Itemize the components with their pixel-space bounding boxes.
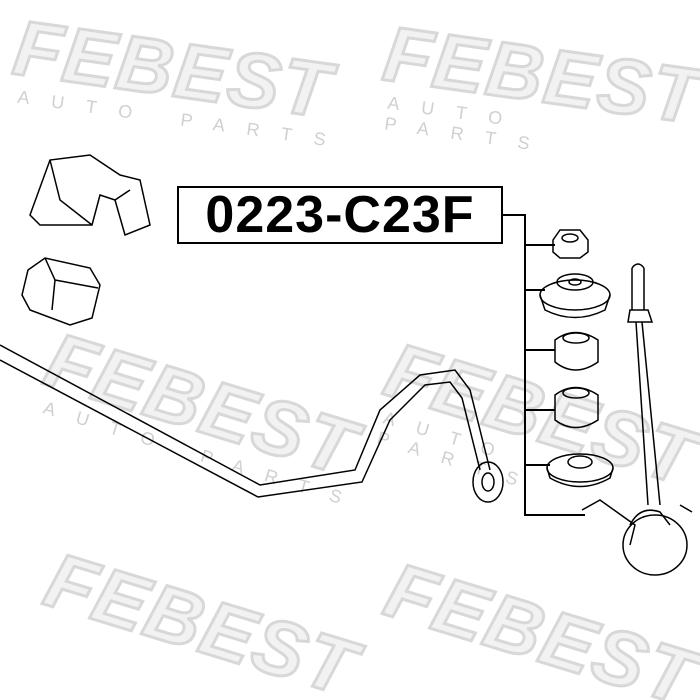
rubber-bushing-upper: [554, 331, 599, 371]
stabilizer-link: [581, 263, 693, 576]
callout-bracket: [500, 214, 585, 516]
washer-lower: [546, 453, 614, 488]
stabilizer-bushing: [21, 257, 101, 326]
part-number-label: 0223-C23F: [177, 186, 503, 244]
nut: [552, 229, 589, 259]
bushing-bracket: [29, 154, 151, 237]
washer-upper: [539, 273, 611, 319]
stabilizer-bar: [0, 344, 504, 503]
rubber-bushing-lower: [554, 386, 599, 429]
